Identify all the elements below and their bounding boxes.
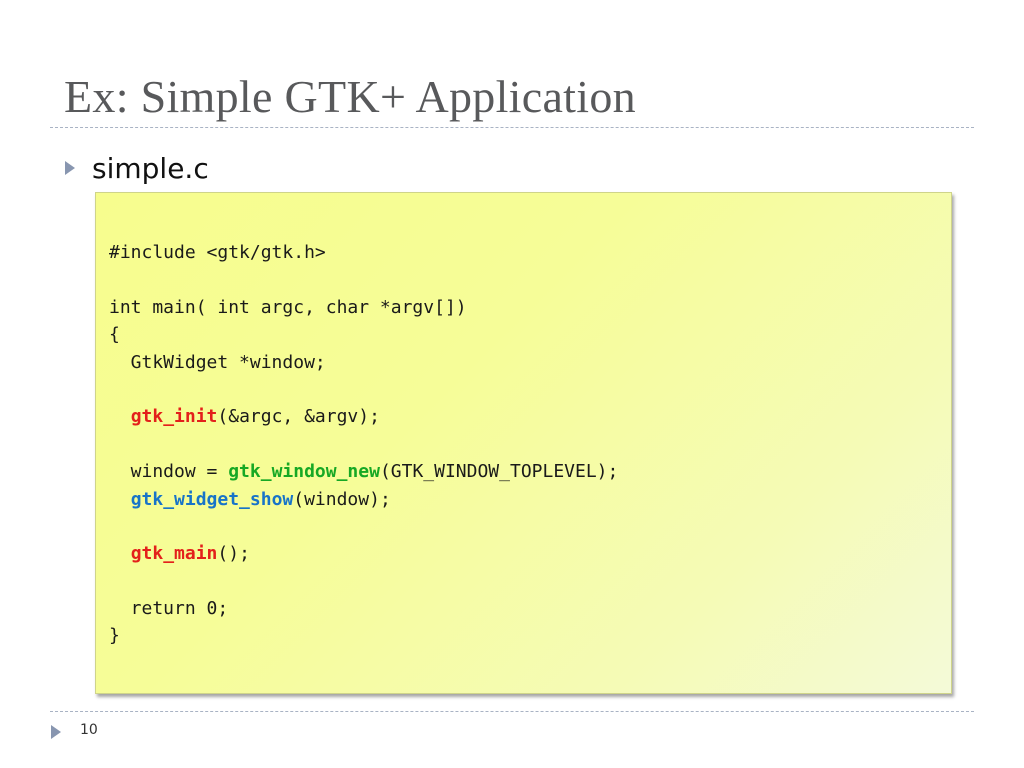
code-line: gtk_main(); (109, 540, 618, 567)
code-block: #include <gtk/gtk.h> int main( int argc,… (95, 192, 952, 694)
gtk-function-name: gtk_widget_show (130, 488, 294, 510)
footer-divider (50, 711, 974, 712)
code-listing: #include <gtk/gtk.h> int main( int argc,… (109, 239, 618, 650)
code-text: GtkWidget *window; (109, 351, 326, 373)
gtk-function-name: gtk_window_new (228, 461, 380, 483)
code-line: int main( int argc, char *argv[]) (109, 294, 618, 321)
code-text (109, 489, 131, 510)
code-text: (GTK_WINDOW_TOPLEVEL); (379, 461, 619, 483)
code-line: } (109, 622, 618, 649)
code-line: gtk_widget_show(window); (109, 486, 618, 513)
slide-title: Ex: Simple GTK+ Application (64, 71, 636, 122)
code-text: return 0; (109, 598, 229, 620)
code-text (109, 543, 131, 564)
gtk-function-name: gtk_init (130, 406, 218, 428)
triangle-right-icon (51, 725, 61, 739)
code-text: { (109, 324, 120, 346)
code-line: return 0; (109, 595, 618, 622)
bullet-item: simple.c (64, 146, 209, 190)
code-line (109, 266, 618, 293)
code-line: window = gtk_window_new(GTK_WINDOW_TOPLE… (109, 458, 619, 485)
code-text: (&argc, &argv); (217, 406, 380, 428)
code-line (109, 513, 618, 540)
bullet-text: simple.c (92, 151, 209, 185)
code-line: gtk_init(&argc, &argv); (109, 403, 618, 430)
title-divider (50, 127, 974, 128)
code-text: (); (217, 543, 250, 565)
code-text: (window); (293, 488, 391, 510)
code-line (109, 376, 618, 403)
code-line: { (109, 321, 618, 348)
triangle-right-icon (65, 161, 75, 175)
code-line: GtkWidget *window; (109, 349, 618, 376)
code-text: #include <gtk/gtk.h> (109, 242, 326, 263)
code-line (109, 568, 618, 595)
code-line: #include <gtk/gtk.h> (109, 239, 618, 266)
gtk-function-name: gtk_main (130, 543, 218, 565)
code-text (109, 406, 131, 427)
page-number: 10 (80, 722, 98, 738)
code-text: int main( int argc, char *argv[]) (109, 296, 467, 318)
code-text: } (109, 625, 120, 647)
code-line (109, 431, 618, 458)
code-text: window = (109, 461, 229, 483)
